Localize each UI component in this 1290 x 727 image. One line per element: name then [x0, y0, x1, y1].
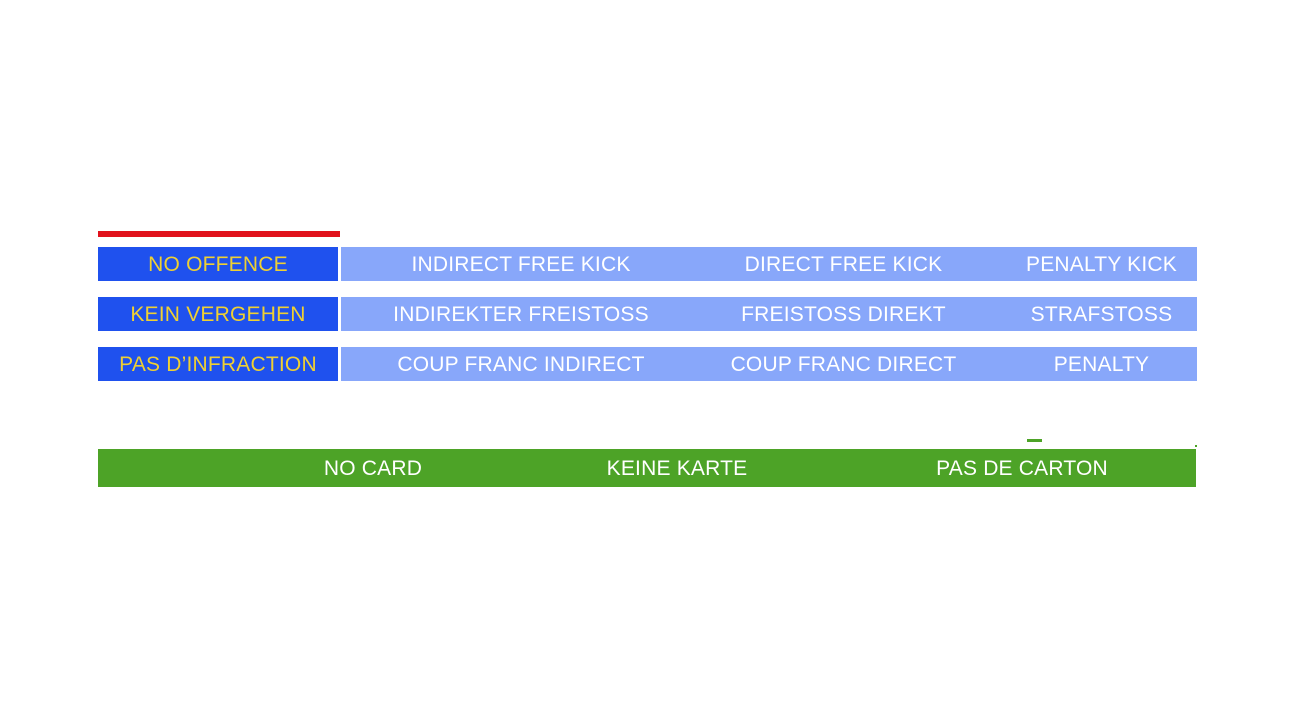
sanction-cell-penalty[interactable]: PENALTY	[1006, 347, 1197, 381]
sanction-label-text: DIRECT FREE KICK	[744, 252, 943, 276]
sanction-cell-penalty-kick[interactable]: PENALTY KICK	[1006, 247, 1197, 281]
sanction-cell-strafstoss[interactable]: STRAFSTOSS	[1006, 297, 1197, 331]
table-row: KEIN VERGEHEN INDIREKTER FREISTOSS FREIS…	[98, 297, 1197, 331]
card-band: NO CARD KEINE KARTE PAS DE CARTON	[98, 449, 1196, 487]
sanction-cell-freistoss-direkt[interactable]: FREISTOSS DIREKT	[721, 297, 966, 331]
sanction-strip-fr: COUP FRANC INDIRECT COUP FRANC DIRECT PE…	[341, 347, 1197, 381]
offence-label-text: KEIN VERGEHEN	[130, 302, 306, 326]
red-accent-rule	[98, 231, 340, 237]
sanction-cell-coup-franc-direct[interactable]: COUP FRANC DIRECT	[721, 347, 966, 381]
offence-label-text: PAS D’INFRACTION	[119, 352, 317, 376]
offence-label-cell-en[interactable]: NO OFFENCE	[98, 247, 338, 281]
sanction-label-text: INDIREKTER FREISTOSS	[393, 302, 649, 326]
sanction-cell-indirekter-freistoss[interactable]: INDIREKTER FREISTOSS	[341, 297, 701, 331]
offence-label-cell-de[interactable]: KEIN VERGEHEN	[98, 297, 338, 331]
offence-label-cell-fr[interactable]: PAS D’INFRACTION	[98, 347, 338, 381]
sanction-cell-coup-franc-indirect[interactable]: COUP FRANC INDIRECT	[341, 347, 701, 381]
sanction-label-text: PENALTY	[1053, 352, 1150, 376]
card-label-text: PAS DE CARTON	[936, 456, 1108, 480]
sanction-label-text: FREISTOSS DIREKT	[741, 302, 946, 326]
green-tick-mark	[1027, 439, 1042, 442]
card-cell-no-card[interactable]: NO CARD	[253, 449, 493, 487]
sanction-cell-indirect-free-kick[interactable]: INDIRECT FREE KICK	[341, 247, 701, 281]
card-cell-keine-karte[interactable]: KEINE KARTE	[557, 449, 797, 487]
card-label-text: KEINE KARTE	[606, 456, 748, 480]
sanction-strip-en: INDIRECT FREE KICK DIRECT FREE KICK PENA…	[341, 247, 1197, 281]
table-row: PAS D’INFRACTION COUP FRANC INDIRECT COU…	[98, 347, 1197, 381]
sanction-label-text: COUP FRANC DIRECT	[730, 352, 957, 376]
offence-sanction-table: NO OFFENCE INDIRECT FREE KICK DIRECT FRE…	[98, 247, 1197, 381]
sanction-label-text: COUP FRANC INDIRECT	[397, 352, 645, 376]
sanction-label-text: STRAFSTOSS	[1030, 302, 1173, 326]
green-dot-mark	[1195, 445, 1197, 447]
offence-label-text: NO OFFENCE	[148, 252, 288, 276]
card-label-text: NO CARD	[323, 456, 423, 480]
sanction-cell-direct-free-kick[interactable]: DIRECT FREE KICK	[721, 247, 966, 281]
table-row: NO OFFENCE INDIRECT FREE KICK DIRECT FRE…	[98, 247, 1197, 281]
card-cell-pas-de-carton[interactable]: PAS DE CARTON	[902, 449, 1142, 487]
sanction-label-text: INDIRECT FREE KICK	[411, 252, 631, 276]
sanction-strip-de: INDIREKTER FREISTOSS FREISTOSS DIREKT ST…	[341, 297, 1197, 331]
sanction-label-text: PENALTY KICK	[1025, 252, 1177, 276]
